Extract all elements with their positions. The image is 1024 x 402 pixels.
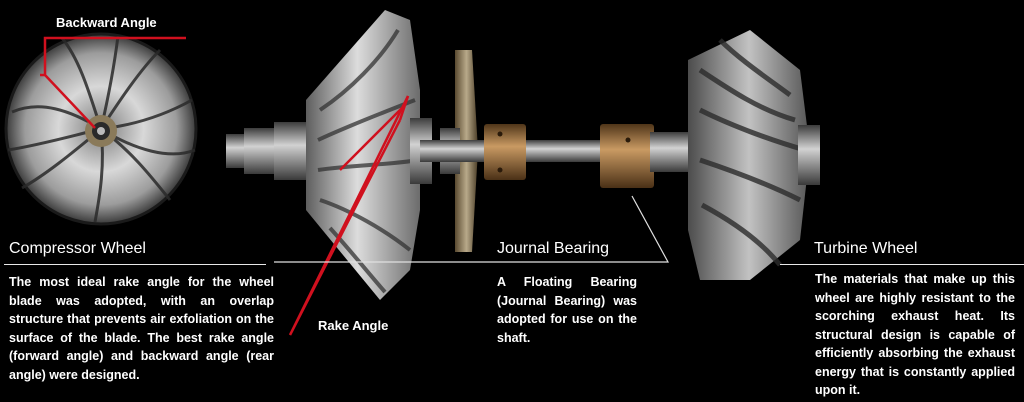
turbine-divider bbox=[780, 264, 1024, 265]
journal-bearing-callout bbox=[274, 195, 670, 263]
backward-angle-callout bbox=[40, 36, 186, 129]
compressor-wheel-description: The most ideal rake angle for the wheel … bbox=[9, 275, 274, 382]
backward-angle-label: Backward Angle bbox=[56, 15, 157, 30]
turbine-wheel bbox=[650, 30, 820, 280]
journal-bearing-title: Journal Bearing bbox=[497, 240, 610, 257]
compressor-wheel-front-view bbox=[4, 32, 198, 226]
compressor-wheel-title: Compressor Wheel bbox=[9, 240, 146, 257]
compressor-divider bbox=[4, 264, 266, 265]
turbine-wheel-title: Turbine Wheel bbox=[814, 240, 918, 257]
compressor-wheel-side-view bbox=[306, 10, 432, 300]
journal-bearing-left bbox=[484, 124, 526, 180]
journal-bearing-description: A Floating Bearing (Journal Bearing) was… bbox=[497, 275, 637, 345]
rake-angle-callout bbox=[288, 95, 410, 336]
shaft-nut bbox=[226, 122, 312, 180]
journal-bearing-right bbox=[600, 124, 654, 188]
rake-angle-label: Rake Angle bbox=[318, 318, 389, 333]
turbine-wheel-description: The materials that make up this wheel ar… bbox=[815, 272, 1015, 397]
